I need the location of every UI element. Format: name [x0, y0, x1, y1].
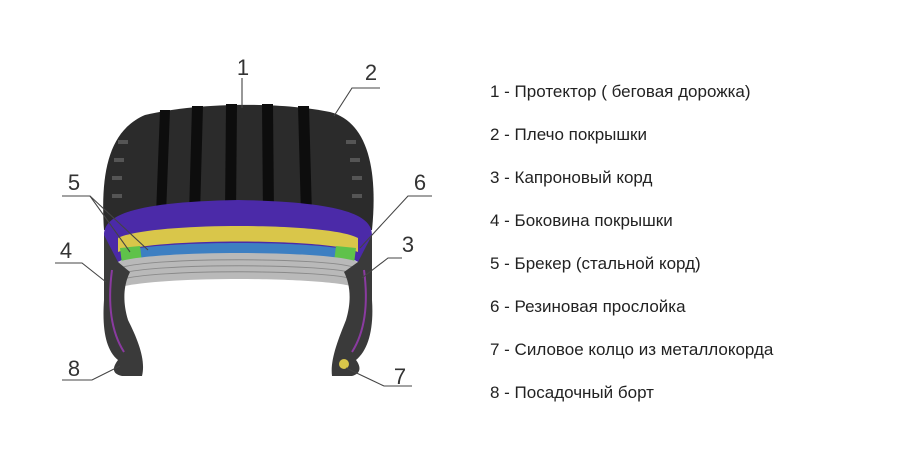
sidewall-left-ply — [109, 269, 125, 353]
belt-yellow-layer — [118, 226, 358, 252]
callout-6: 6 — [414, 170, 426, 195]
callout-3: 3 — [402, 232, 414, 257]
callout-8: 8 — [68, 356, 80, 381]
legend-item-tread: 1 - Протектор ( беговая дорожка) — [490, 82, 751, 101]
shoulder-sipes — [112, 140, 362, 198]
sidewall-right — [331, 235, 373, 376]
sidewall-right-ply — [351, 269, 367, 353]
legend-item-nylon-cord: 3 - Капроновый корд — [490, 168, 653, 187]
sidewall-left — [103, 235, 144, 376]
callout-1: 1 — [237, 55, 249, 80]
legend-list: 1 - Протектор ( беговая дорожка) 2 - Пле… — [490, 78, 910, 422]
legend-item-sidewall: 4 - Боковина покрышки — [490, 211, 673, 230]
callout-4: 4 — [60, 238, 72, 263]
legend-item-rubber-layer: 6 - Резиновая прослойка — [490, 297, 686, 316]
legend-item-bead-ring: 7 - Силовое колцо из металлокорда — [490, 340, 774, 359]
legend-item-breaker: 5 - Брекер (стальной корд) — [490, 254, 701, 273]
callout-7: 7 — [394, 364, 406, 389]
tire-cross-section-diagram: 1 2 3 4 5 6 7 8 — [55, 55, 432, 389]
belt-blue-layer — [122, 243, 354, 262]
callout-5: 5 — [68, 170, 80, 195]
bead-core — [339, 359, 349, 369]
inner-liner-lines — [119, 259, 357, 281]
callout-2: 2 — [365, 60, 377, 85]
leader-lines — [55, 78, 432, 387]
inner-liner — [118, 253, 358, 288]
carcass-ply — [104, 200, 372, 300]
legend-item-shoulder: 2 - Плечо покрышки — [490, 125, 647, 144]
legend-item-bead-seat: 8 - Посадочный борт — [490, 383, 654, 402]
tread-grooves — [156, 104, 312, 215]
